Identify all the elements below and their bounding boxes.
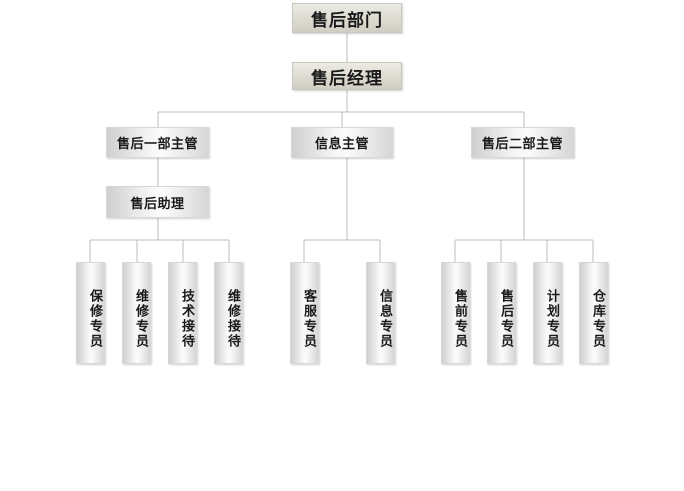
node-manager: 售后经理 [292,62,402,90]
node-staff-3: 技术接待 [168,262,197,364]
node-staff-4-label: 维修接待 [225,289,240,349]
node-staff-1: 保修专员 [76,262,105,364]
node-staff-4: 维修接待 [214,262,243,364]
node-staff-5: 客服专员 [290,262,319,364]
node-staff-7-label: 售前专员 [452,289,467,349]
node-staff-5-label: 客服专员 [301,289,316,349]
node-staff-9-label: 计划专员 [544,289,559,349]
node-manager-label: 售后经理 [311,68,383,89]
node-staff-8: 售后专员 [487,262,516,364]
node-staff-7: 售前专员 [441,262,470,364]
node-department-label: 售后部门 [311,10,383,31]
node-department: 售后部门 [292,3,402,33]
node-staff-2-label: 维修专员 [133,289,148,349]
node-staff-3-label: 技术接待 [179,289,194,349]
node-staff-10-label: 仓库专员 [590,289,605,349]
node-lead2: 售后二部主管 [471,127,574,158]
node-info-lead-label: 信息主管 [314,137,369,152]
node-staff-8-label: 售后专员 [498,289,513,349]
node-staff-9: 计划专员 [533,262,562,364]
node-lead1: 售后一部主管 [106,127,209,158]
node-staff-6-label: 信息专员 [377,289,392,349]
node-lead2-label: 售后二部主管 [481,137,563,152]
node-staff-2: 维修专员 [122,262,151,364]
node-assistant: 售后助理 [106,186,209,218]
node-assistant-label: 售后助理 [130,196,185,212]
node-info-lead: 信息主管 [291,127,393,158]
node-staff-6: 信息专员 [366,262,395,364]
node-lead1-label: 售后一部主管 [116,137,198,152]
node-staff-1-label: 保修专员 [87,289,102,349]
node-staff-10: 仓库专员 [579,262,608,364]
